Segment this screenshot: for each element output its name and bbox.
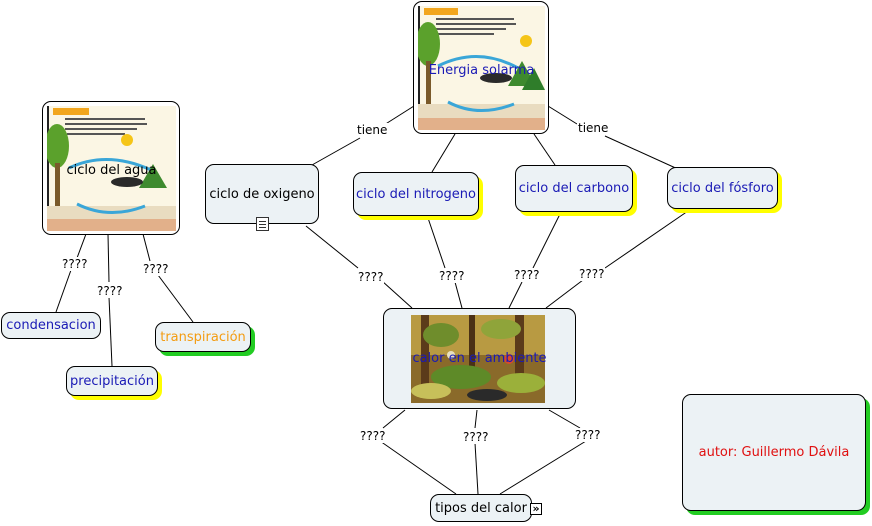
link-q-calor-nit: [454, 281, 463, 309]
transpiracion-label: transpiración: [160, 329, 246, 345]
link-label-q-calor-r: ????: [574, 428, 602, 442]
link-energia-nitrogeno: [431, 133, 456, 173]
link-label-q-calor-l: ????: [359, 429, 387, 443]
document-icon[interactable]: [256, 217, 269, 231]
water-cycle-illustration-2: ciclo del agua: [47, 106, 176, 231]
link-label-q-nit: ????: [438, 269, 466, 283]
link-agua-q-trans: [142, 233, 151, 262]
link-label-q-calor-m: ????: [462, 430, 490, 444]
forest-picture: [411, 315, 545, 403]
agua-label: ciclo del agua: [66, 163, 157, 178]
precipitacion-label: precipitación: [70, 373, 154, 389]
ciclo-carbono-node[interactable]: ciclo del carbono: [515, 165, 633, 212]
landscape-image-2: [47, 106, 176, 231]
link-label-q-oxi: ????: [357, 270, 385, 284]
link-oxigeno-q: [305, 225, 359, 269]
link-q-cond-condensacion: [55, 269, 72, 313]
link-label-q-fos: ????: [578, 267, 606, 281]
link-label-q-agua-cond: ????: [61, 257, 89, 271]
oxigeno-label: ciclo de oxigeno: [209, 186, 315, 202]
link-label-q-carb: ????: [513, 268, 541, 282]
precipitacion-node[interactable]: precipitación: [66, 366, 158, 396]
link-label-tiene-right: tiene: [577, 121, 610, 135]
link-q-l-tipos: [379, 440, 457, 495]
link-carbono-q: [532, 213, 561, 269]
link-energia-tiene-left: [383, 105, 415, 126]
link-label-q-agua-trans: ????: [142, 262, 170, 276]
link-label-q-agua-prec: ????: [96, 284, 124, 298]
calor-label: calor en el ambiente: [412, 351, 547, 366]
energia-label: Energia solarma: [428, 63, 535, 78]
ciclo-nitrogeno-node[interactable]: ciclo del nitrogeno: [353, 172, 479, 216]
autor-node[interactable]: autor: Guillermo Dávila: [682, 394, 866, 511]
nitrogeno-label: ciclo del nitrogeno: [355, 186, 476, 202]
tipos-calor-node[interactable]: tipos del calor: [430, 494, 532, 522]
link-q-trans-transpiracion: [157, 274, 194, 323]
carbono-label: ciclo del carbono: [518, 181, 630, 196]
link-energia-tiene-right: [547, 105, 578, 125]
link-q-calor-carb: [508, 281, 523, 309]
link-agua-q-prec: [107, 233, 110, 283]
fosforo-label: ciclo del fósforo: [671, 180, 774, 196]
link-q-calor-fos: [545, 279, 584, 309]
link-q-prec-precipitacion: [108, 296, 113, 367]
forest-image: [411, 315, 545, 403]
water-cycle-illustration: Energia solarma: [418, 6, 545, 130]
link-calor-q-r: [548, 409, 581, 429]
ciclo-agua-node[interactable]: ciclo del agua: [42, 101, 180, 235]
link-tiene-right-fosforo: [604, 135, 681, 171]
condensacion-label: condensacion: [6, 318, 96, 333]
energia-solar-node[interactable]: Energia solarma: [413, 1, 549, 134]
transpiracion-node[interactable]: transpiración: [155, 322, 251, 352]
link-q-m-tipos: [474, 442, 479, 495]
link-q-r-tipos: [499, 440, 587, 495]
calor-ambiente-node[interactable]: calor en el ambiente: [383, 308, 576, 409]
condensacion-node[interactable]: condensacion: [1, 312, 101, 339]
link-fosforo-q: [604, 210, 689, 269]
tipos-label: tipos del calor: [435, 500, 527, 516]
link-calor-q-m: [474, 409, 478, 429]
ciclo-fosforo-node[interactable]: ciclo del fósforo: [667, 167, 778, 209]
ciclo-oxigeno-node[interactable]: ciclo de oxigeno: [205, 164, 319, 224]
link-energia-carbono: [533, 133, 556, 166]
link-nitrogeno-q: [427, 217, 446, 269]
autor-label: autor: Guillermo Dávila: [698, 445, 850, 460]
landscape-image: [418, 6, 545, 130]
link-label-tiene-left: tiene: [356, 123, 389, 137]
link-agua-q-cond: [76, 233, 87, 259]
link-calor-q-l: [382, 409, 406, 429]
link-q-calor-oxi: [381, 280, 413, 309]
link-tiene-left-oxigeno: [311, 137, 361, 166]
expand-arrows-icon[interactable]: »: [530, 503, 542, 515]
